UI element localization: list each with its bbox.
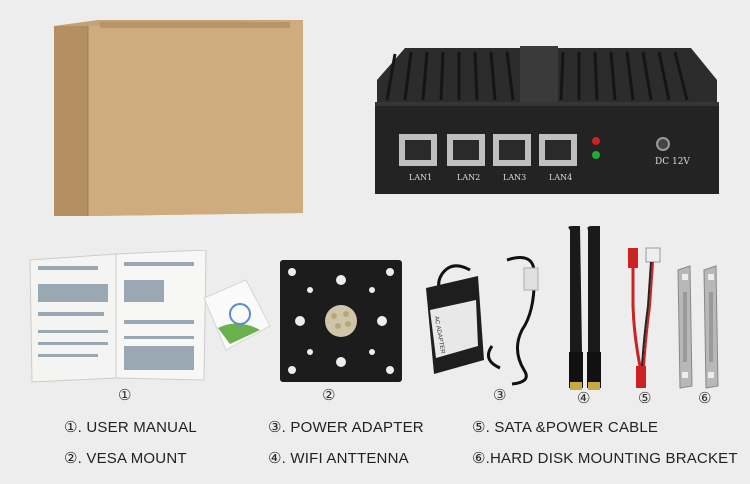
vesa-mount: [280, 260, 402, 382]
item-number-antenna: ④: [577, 389, 591, 407]
item-number-sata: ⑤: [638, 389, 652, 407]
port-label-lan2: LAN2: [457, 173, 481, 182]
quality-card: [203, 279, 271, 351]
port-label-lan3: LAN3: [503, 173, 527, 182]
item-number-manual: ①: [118, 386, 132, 404]
port-label-lan1: LAN1: [409, 173, 433, 182]
wifi-antennas: [568, 226, 601, 390]
power-adapter: [426, 256, 539, 386]
legend-user-manual: ①. USER MANUAL: [64, 419, 197, 436]
sata-cable: [628, 247, 661, 388]
cardboard-box: [54, 20, 303, 216]
mini-pc-device: [375, 46, 719, 194]
legend-hdd-bracket: ⑥.HARD DISK MOUNTING BRACKET: [472, 450, 738, 467]
legend-power-adapter: ③. POWER ADAPTER: [268, 419, 424, 436]
port-label-lan4: LAN4: [549, 173, 573, 182]
legend-wifi-antenna: ④. WIFI ANTTENNA: [268, 450, 409, 467]
legend-sata-cable: ⑤. SATA &POWER CABLE: [472, 419, 659, 436]
dc-label: DC 12V: [655, 157, 690, 167]
item-number-bracket: ⑥: [698, 389, 712, 407]
item-number-vesa: ②: [322, 386, 336, 404]
hdd-brackets: [677, 265, 719, 389]
legend-vesa-mount: ②. VESA MOUNT: [64, 450, 187, 467]
user-manual: [29, 250, 207, 383]
item-number-adapter: ③: [493, 386, 507, 404]
